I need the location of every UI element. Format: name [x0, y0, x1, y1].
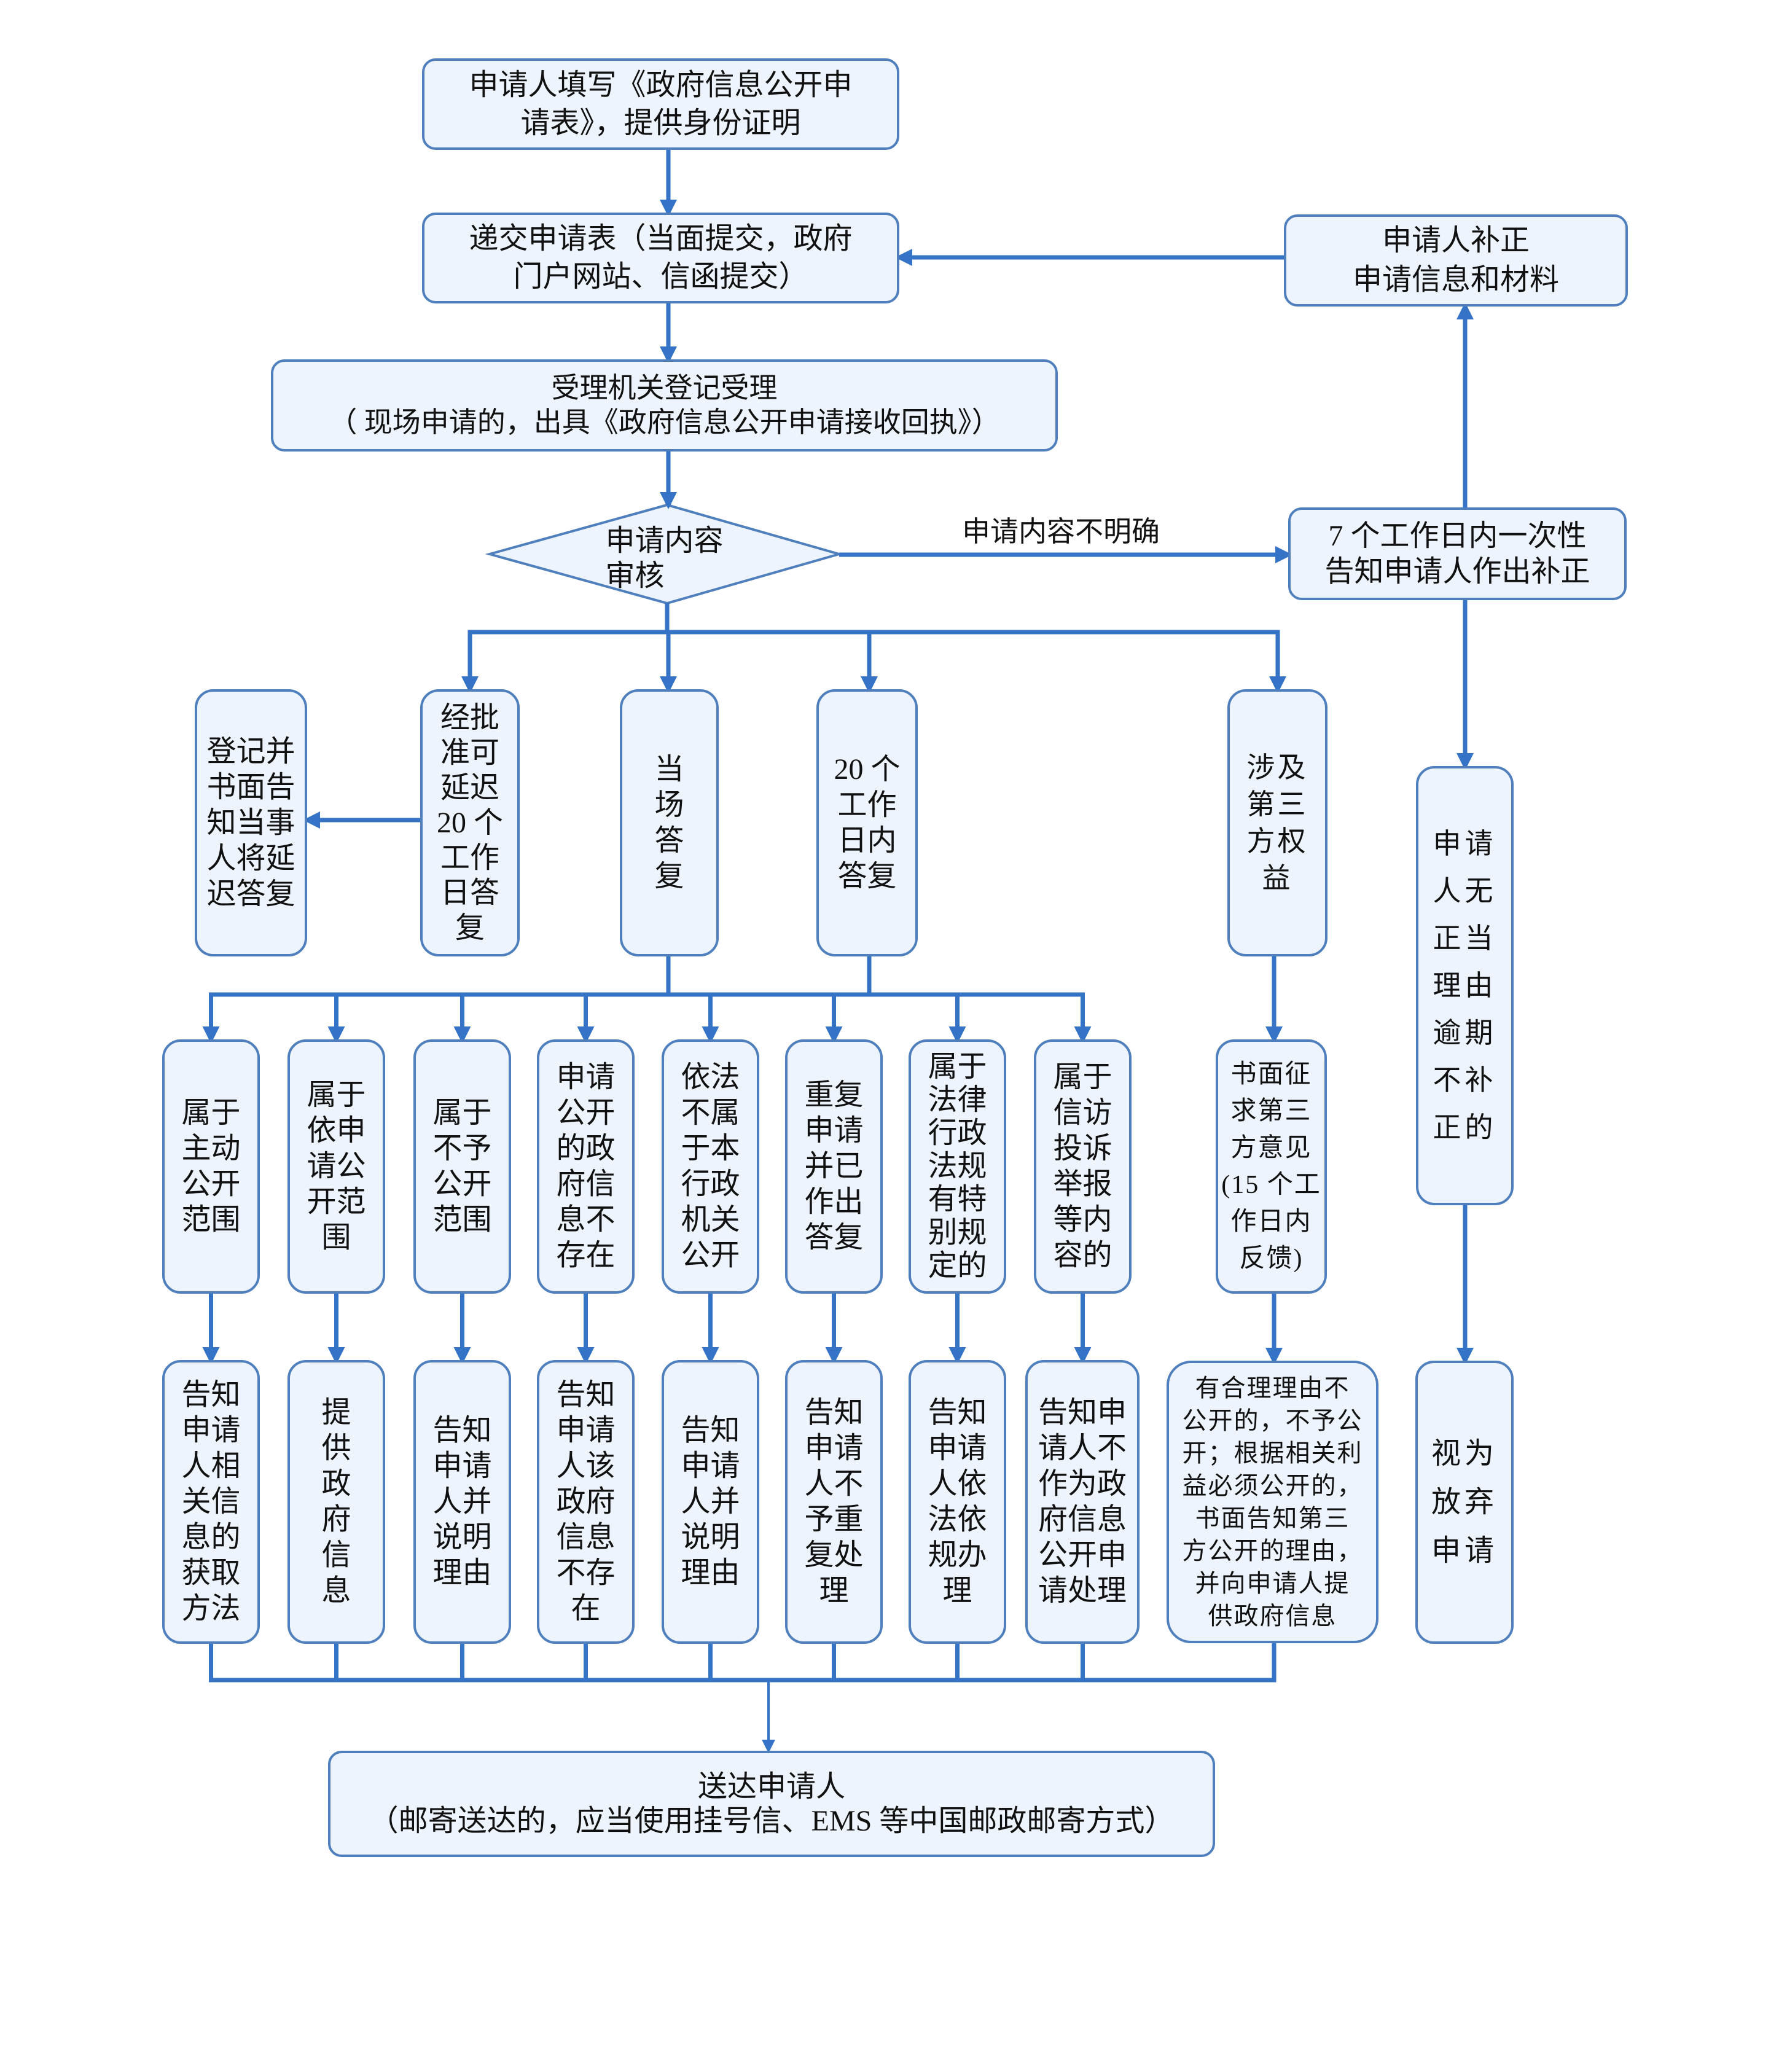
response-explain-reason-2: 告知 申请 人并 说明 理由	[662, 1360, 759, 1644]
category-repeat-request: 重复 申请 并已 作出 答复	[785, 1039, 883, 1294]
node-third-party-consult-text: 书面征 求第三 方意见 (15 个工 作日内 反馈)	[1221, 1060, 1321, 1273]
response-no-repeat: 告知 申请 人不 予重 复处 理	[785, 1360, 883, 1644]
category-text: 属于 依申 请公 开范 围	[307, 1079, 366, 1254]
node-review: 申请内容 审核	[490, 505, 839, 603]
node-no-correction-text: 申请 人无 正当 理由 逾期 不补 正的	[1433, 828, 1497, 1143]
node-applicant-correction: 申请人补正 申请信息和材料	[1284, 214, 1628, 307]
category-text: 申请 公开 的政 府信 息不 存在	[556, 1061, 616, 1272]
node-fill-form-text: 申请人填写《政府信息公开申 请表》，提供身份证明	[469, 68, 853, 139]
response-explain-reason: 告知 申请 人并 说明 理由	[413, 1360, 511, 1644]
node-reply-20-days-text: 20 个 工作 日内 答复	[834, 753, 901, 893]
category-not-disclosable: 属于 不予 公开 范围	[413, 1039, 511, 1294]
node-approved-delay: 经批 准可 延迟 20 个 工作 日答 复	[420, 689, 520, 956]
edge-label-unclear: 申请内容不明确	[962, 516, 1160, 547]
node-notify-correction: 7 个工作日内一次性 告知申请人作出补正	[1288, 507, 1627, 600]
response-text: 告知 申请 人依 法依 规办 理	[928, 1396, 987, 1607]
response-info-not-exist: 告知 申请 人该 政府 信息 不存 在	[537, 1360, 635, 1644]
response-provide-info: 提 供 政 府 信 息	[287, 1360, 385, 1644]
response-text: 告知 申请 人并 说明 理由	[432, 1414, 492, 1589]
node-submit-form-text: 递交申请表（当面提交，政府 门户网站、信函提交）	[469, 222, 853, 293]
category-not-this-agency: 依法 不属 于本 行政 机关 公开	[662, 1039, 759, 1294]
response-text: 告知 申请 人不 予重 复处 理	[804, 1396, 864, 1607]
response-text: 告知 申请 人该 政府 信息 不存 在	[556, 1378, 616, 1625]
category-text: 属于 主动 公开 范围	[181, 1097, 241, 1236]
node-reply-20-days: 20 个 工作 日内 答复	[816, 689, 918, 956]
category-text: 依法 不属 于本 行政 机关 公开	[681, 1061, 740, 1272]
node-applicant-correction-text: 申请人补正 申请信息和材料	[1352, 224, 1559, 296]
node-third-party-consult: 书面征 求第三 方意见 (15 个工 作日内 反馈)	[1216, 1039, 1327, 1294]
node-no-correction: 申请 人无 正当 理由 逾期 不补 正的	[1416, 766, 1514, 1205]
category-on-request-disclosure: 属于 依申 请公 开范 围	[287, 1039, 385, 1294]
node-notify-correction-text: 7 个工作日内一次性 告知申请人作出补正	[1324, 519, 1590, 588]
node-submit-form: 递交申请表（当面提交，政府 门户网站、信函提交）	[422, 213, 899, 303]
node-register-text: 受理机关登记受理 （ 现场申请的，出具《政府信息公开申请接收回执》）	[329, 372, 1000, 438]
node-approved-delay-text: 经批 准可 延迟 20 个 工作 日答 复	[436, 702, 503, 944]
node-deliver: 送达申请人 （邮寄送达的，应当使用挂号信、EMS 等中国邮政邮寄方式）	[328, 1751, 1215, 1857]
category-info-not-exist: 申请 公开 的政 府信 息不 存在	[537, 1039, 635, 1294]
node-register: 受理机关登记受理 （ 现场申请的，出具《政府信息公开申请接收回执》）	[271, 359, 1058, 452]
node-third-party-result-text: 有合理理由不 公开的，不予公 开；根据相关利 益必须公开的， 书面告知第三 方公…	[1182, 1374, 1363, 1630]
node-abandon-text: 视为 放弃 申请	[1431, 1437, 1498, 1567]
category-text: 属于 法律 行政 法规 有特 别规 定的	[928, 1050, 987, 1282]
node-delay-notice-text: 登记并 书面告 知当事 人将延 迟答复	[206, 735, 295, 910]
category-text: 属于 不予 公开 范围	[432, 1097, 492, 1236]
node-deliver-text: 送达申请人 （邮寄送达的，应当使用挂号信、EMS 等中国邮政邮寄方式）	[369, 1770, 1175, 1837]
node-third-party: 涉及 第三 方权 益	[1227, 689, 1327, 956]
node-immediate-reply: 当 场 答 复	[620, 689, 719, 956]
category-proactive-disclosure: 属于 主动 公开 范围	[162, 1039, 260, 1294]
response-text: 提 供 政 府 信 息	[321, 1396, 351, 1607]
category-special-law: 属于 法律 行政 法规 有特 别规 定的	[909, 1039, 1006, 1294]
category-petition-complaint: 属于 信访 投诉 举报 等内 容的	[1034, 1039, 1132, 1294]
node-immediate-reply-text: 当 场 答 复	[654, 753, 684, 893]
node-delay-notice: 登记并 书面告 知当事 人将延 迟答复	[195, 689, 307, 956]
response-text: 告知 申请 人相 关信 息的 获取 方法	[181, 1378, 241, 1625]
category-text: 属于 信访 投诉 举报 等内 容的	[1053, 1061, 1112, 1272]
node-review-text: 申请内容 审核	[605, 525, 724, 592]
node-abandon: 视为 放弃 申请	[1415, 1361, 1514, 1644]
node-third-party-text: 涉及 第三 方权 益	[1246, 751, 1308, 894]
response-text: 告知 申请 人并 说明 理由	[681, 1414, 740, 1589]
response-how-to-obtain: 告知 申请 人相 关信 息的 获取 方法	[162, 1360, 260, 1644]
node-fill-form: 申请人填写《政府信息公开申 请表》，提供身份证明	[422, 58, 899, 150]
node-third-party-result: 有合理理由不 公开的，不予公 开；根据相关利 益必须公开的， 书面告知第三 方公…	[1167, 1361, 1378, 1643]
response-handle-by-law: 告知 申请 人依 法依 规办 理	[909, 1360, 1006, 1644]
category-text: 重复 申请 并已 作出 答复	[804, 1079, 864, 1254]
response-text: 告知申 请人不 作为政 府信息 公开申 请处理	[1038, 1396, 1127, 1607]
response-not-info-request: 告知申 请人不 作为政 府信息 公开申 请处理	[1025, 1360, 1140, 1644]
